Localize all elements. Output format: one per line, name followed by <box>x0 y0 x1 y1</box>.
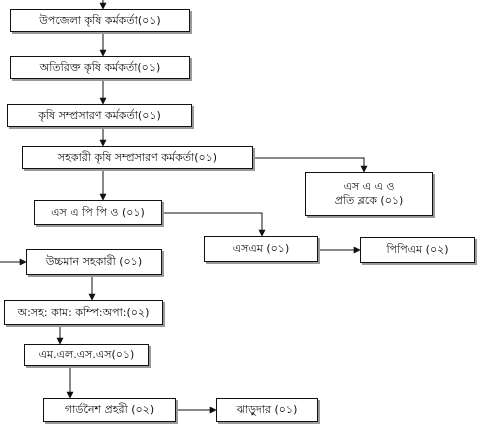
node-label-line2: প্রতি ব্লকে (০১) <box>334 194 404 207</box>
node-label: কৃষি সম্প্রসারণ কর্মকর্তা(০১) <box>38 108 161 122</box>
arrow-asst-to-saao <box>253 157 368 173</box>
node-label: সহকারী কৃষি সম্প্রসারণ কর্মকর্তা(০১) <box>57 150 218 164</box>
node-plant-assistant: উচ্চমান সহকারী (০১) <box>26 249 162 275</box>
node-label: অ:সহ: কাম: কম্পি:অপা:(০২) <box>17 305 150 319</box>
node-sapp-officer: এস এ পি পি ও (০১) <box>34 200 162 225</box>
node-label: এম.এল.এস.এস(০১) <box>38 348 135 361</box>
node-sm: এসএম (০১) <box>204 236 318 262</box>
node-label: পিপিএম (০২) <box>386 243 449 256</box>
node-guard: গার্ডনৈশ প্রহরী (০২) <box>43 398 176 422</box>
node-label: এস এ পি পি ও (০১) <box>51 205 145 219</box>
node-sweeper: ঝাড়ুদার (০১) <box>216 398 318 422</box>
node-label: অতিরিক্ত কৃষি কর্মকর্তা(০১) <box>39 60 161 74</box>
node-additional-agri-officer: অতিরিক্ত কৃষি কর্মকর্তা(০১) <box>10 56 190 79</box>
node-agri-extension-officer: কৃষি সম্প্রসারণ কর্মকর্তা(০১) <box>7 104 192 127</box>
node-label-line1: এস এ এ ও <box>343 180 395 193</box>
node-label: ঝাড়ুদার (০১) <box>236 403 298 416</box>
node-office-assistant: অ:সহ: কাম: কম্পি:অপা:(০২) <box>4 300 163 325</box>
node-ppm: পিপিএম (০২) <box>360 237 475 263</box>
node-label: উপজেলা কৃষি কর্মকর্তা(০১) <box>39 13 161 27</box>
node-label: এসএম (০১) <box>232 242 290 255</box>
node-mlss: এম.এল.এস.এস(০১) <box>24 344 149 366</box>
node-label: গার্ডনৈশ প্রহরী (০২) <box>64 403 155 416</box>
node-asst-agri-extension-officer: সহকারী কৃষি সম্প্রসারণ কর্মকর্তা(০১) <box>22 146 253 169</box>
arrow-sapp-to-sm <box>162 212 266 237</box>
node-label: উচ্চমান সহকারী (০১) <box>45 255 143 268</box>
node-upazila-agri-officer: উপজেলা কৃষি কর্মকর্তা(০১) <box>10 9 190 32</box>
node-saao: এস এ এ ও প্রতি ব্লকে (০১) <box>305 172 433 216</box>
